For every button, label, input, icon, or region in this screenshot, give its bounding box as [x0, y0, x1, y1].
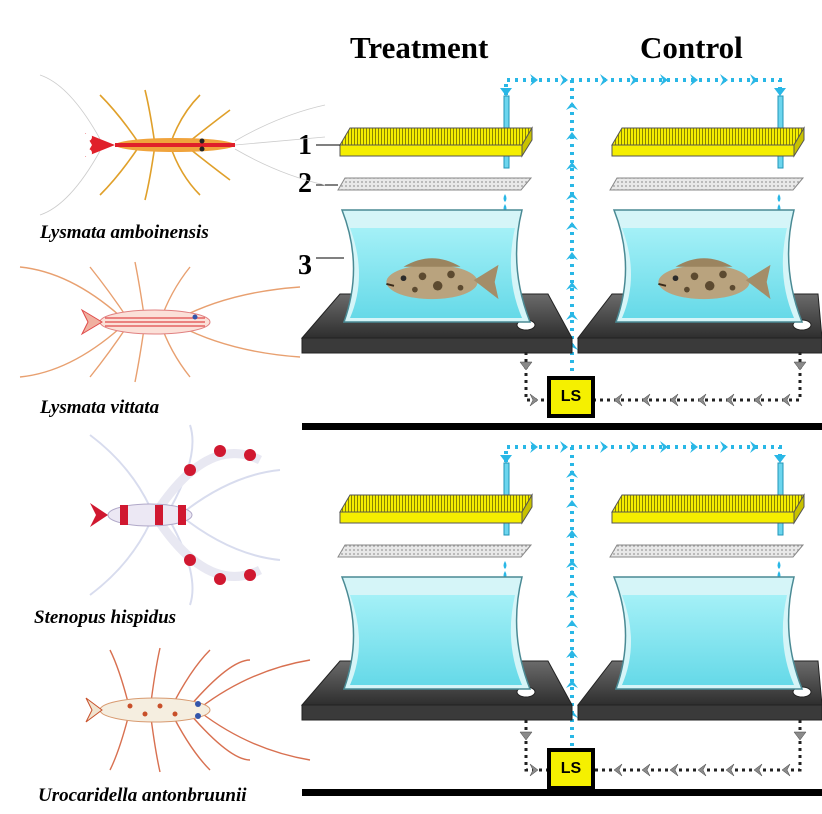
life-support-unit-bottom: LS: [547, 748, 595, 790]
filter-treatment-top: [339, 126, 533, 158]
filter-control-bottom: [611, 493, 805, 525]
tank-control-top: [612, 209, 804, 323]
filter-treatment-bottom: [339, 493, 533, 525]
top-system: [300, 74, 822, 430]
species-caption-2: Lysmata vittata: [40, 397, 160, 418]
tank-control-bottom: [612, 576, 804, 690]
tank-treatment-bottom: [340, 576, 532, 690]
life-support-unit-top: LS: [547, 376, 595, 418]
banded-coral-shrimp-icon: [89, 424, 281, 606]
label-tank-number: 3: [298, 250, 312, 281]
cleaner-shrimp-red-stripe-icon: [39, 74, 326, 216]
tank-treatment-top: [340, 209, 532, 323]
bottom-system: [300, 441, 822, 796]
clear-cleaner-shrimp-icon: [85, 647, 311, 773]
control-header: Control: [640, 30, 743, 65]
filter-control-top: [611, 126, 805, 158]
treatment-header: Treatment: [350, 30, 489, 65]
species-caption-4: Urocaridella antonbruunii: [38, 785, 247, 806]
species-caption-1: Lysmata amboinensis: [40, 222, 209, 243]
label-mesh-number: 2: [298, 168, 312, 199]
label-filter-number: 1: [298, 130, 312, 161]
peppermint-shrimp-icon: [19, 261, 301, 383]
species-caption-3: Stenopus hispidus: [34, 607, 177, 628]
